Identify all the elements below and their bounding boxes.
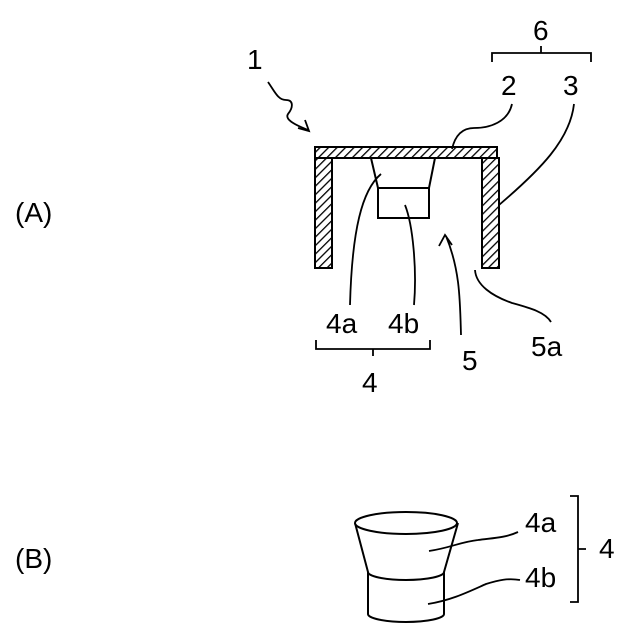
panel-a: (A) 1 6 2 3 4a 4b 4 [15, 15, 591, 398]
brace-b-4 [570, 496, 586, 602]
left-wall [315, 158, 332, 268]
top-plate [315, 147, 497, 158]
leader-4b [405, 205, 415, 305]
ref-6: 6 [533, 15, 549, 46]
ref-4b: 4b [388, 308, 419, 339]
leader-4a [350, 174, 381, 305]
brace-6 [492, 46, 591, 62]
leader-1-arrow [268, 82, 309, 131]
ref-5a: 5a [531, 331, 563, 362]
panel-a-label: (A) [15, 197, 52, 228]
part-4b-shape [378, 188, 429, 218]
right-wall [482, 158, 499, 268]
leader-2 [452, 104, 512, 149]
ref-4: 4 [362, 367, 378, 398]
component-4-perspective [355, 512, 458, 622]
ref-b-4: 4 [599, 533, 615, 564]
ref-2: 2 [501, 70, 517, 101]
ref-b-4a: 4a [525, 507, 557, 538]
ref-4a: 4a [326, 308, 358, 339]
panel-b: (B) 4a 4b 4 [15, 496, 615, 622]
ref-5: 5 [462, 345, 478, 376]
ref-3: 3 [563, 70, 579, 101]
leader-3 [499, 104, 574, 205]
top-rim [355, 512, 457, 534]
leader-5-arrow [439, 235, 461, 335]
brace-4 [316, 340, 430, 356]
ref-b-4b: 4b [525, 562, 556, 593]
part-4a-shape [371, 158, 435, 188]
component-4-section [371, 158, 435, 218]
ref-1: 1 [247, 44, 263, 75]
leader-5a [475, 270, 551, 322]
panel-b-label: (B) [15, 543, 52, 574]
